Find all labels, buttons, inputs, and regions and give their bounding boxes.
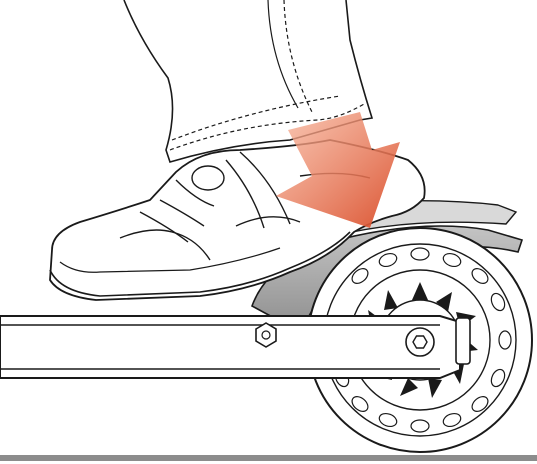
axle-bolt-icon [406, 328, 434, 356]
deck-bolt-icon [256, 323, 276, 347]
ground-line [0, 455, 537, 461]
deck [0, 316, 470, 378]
